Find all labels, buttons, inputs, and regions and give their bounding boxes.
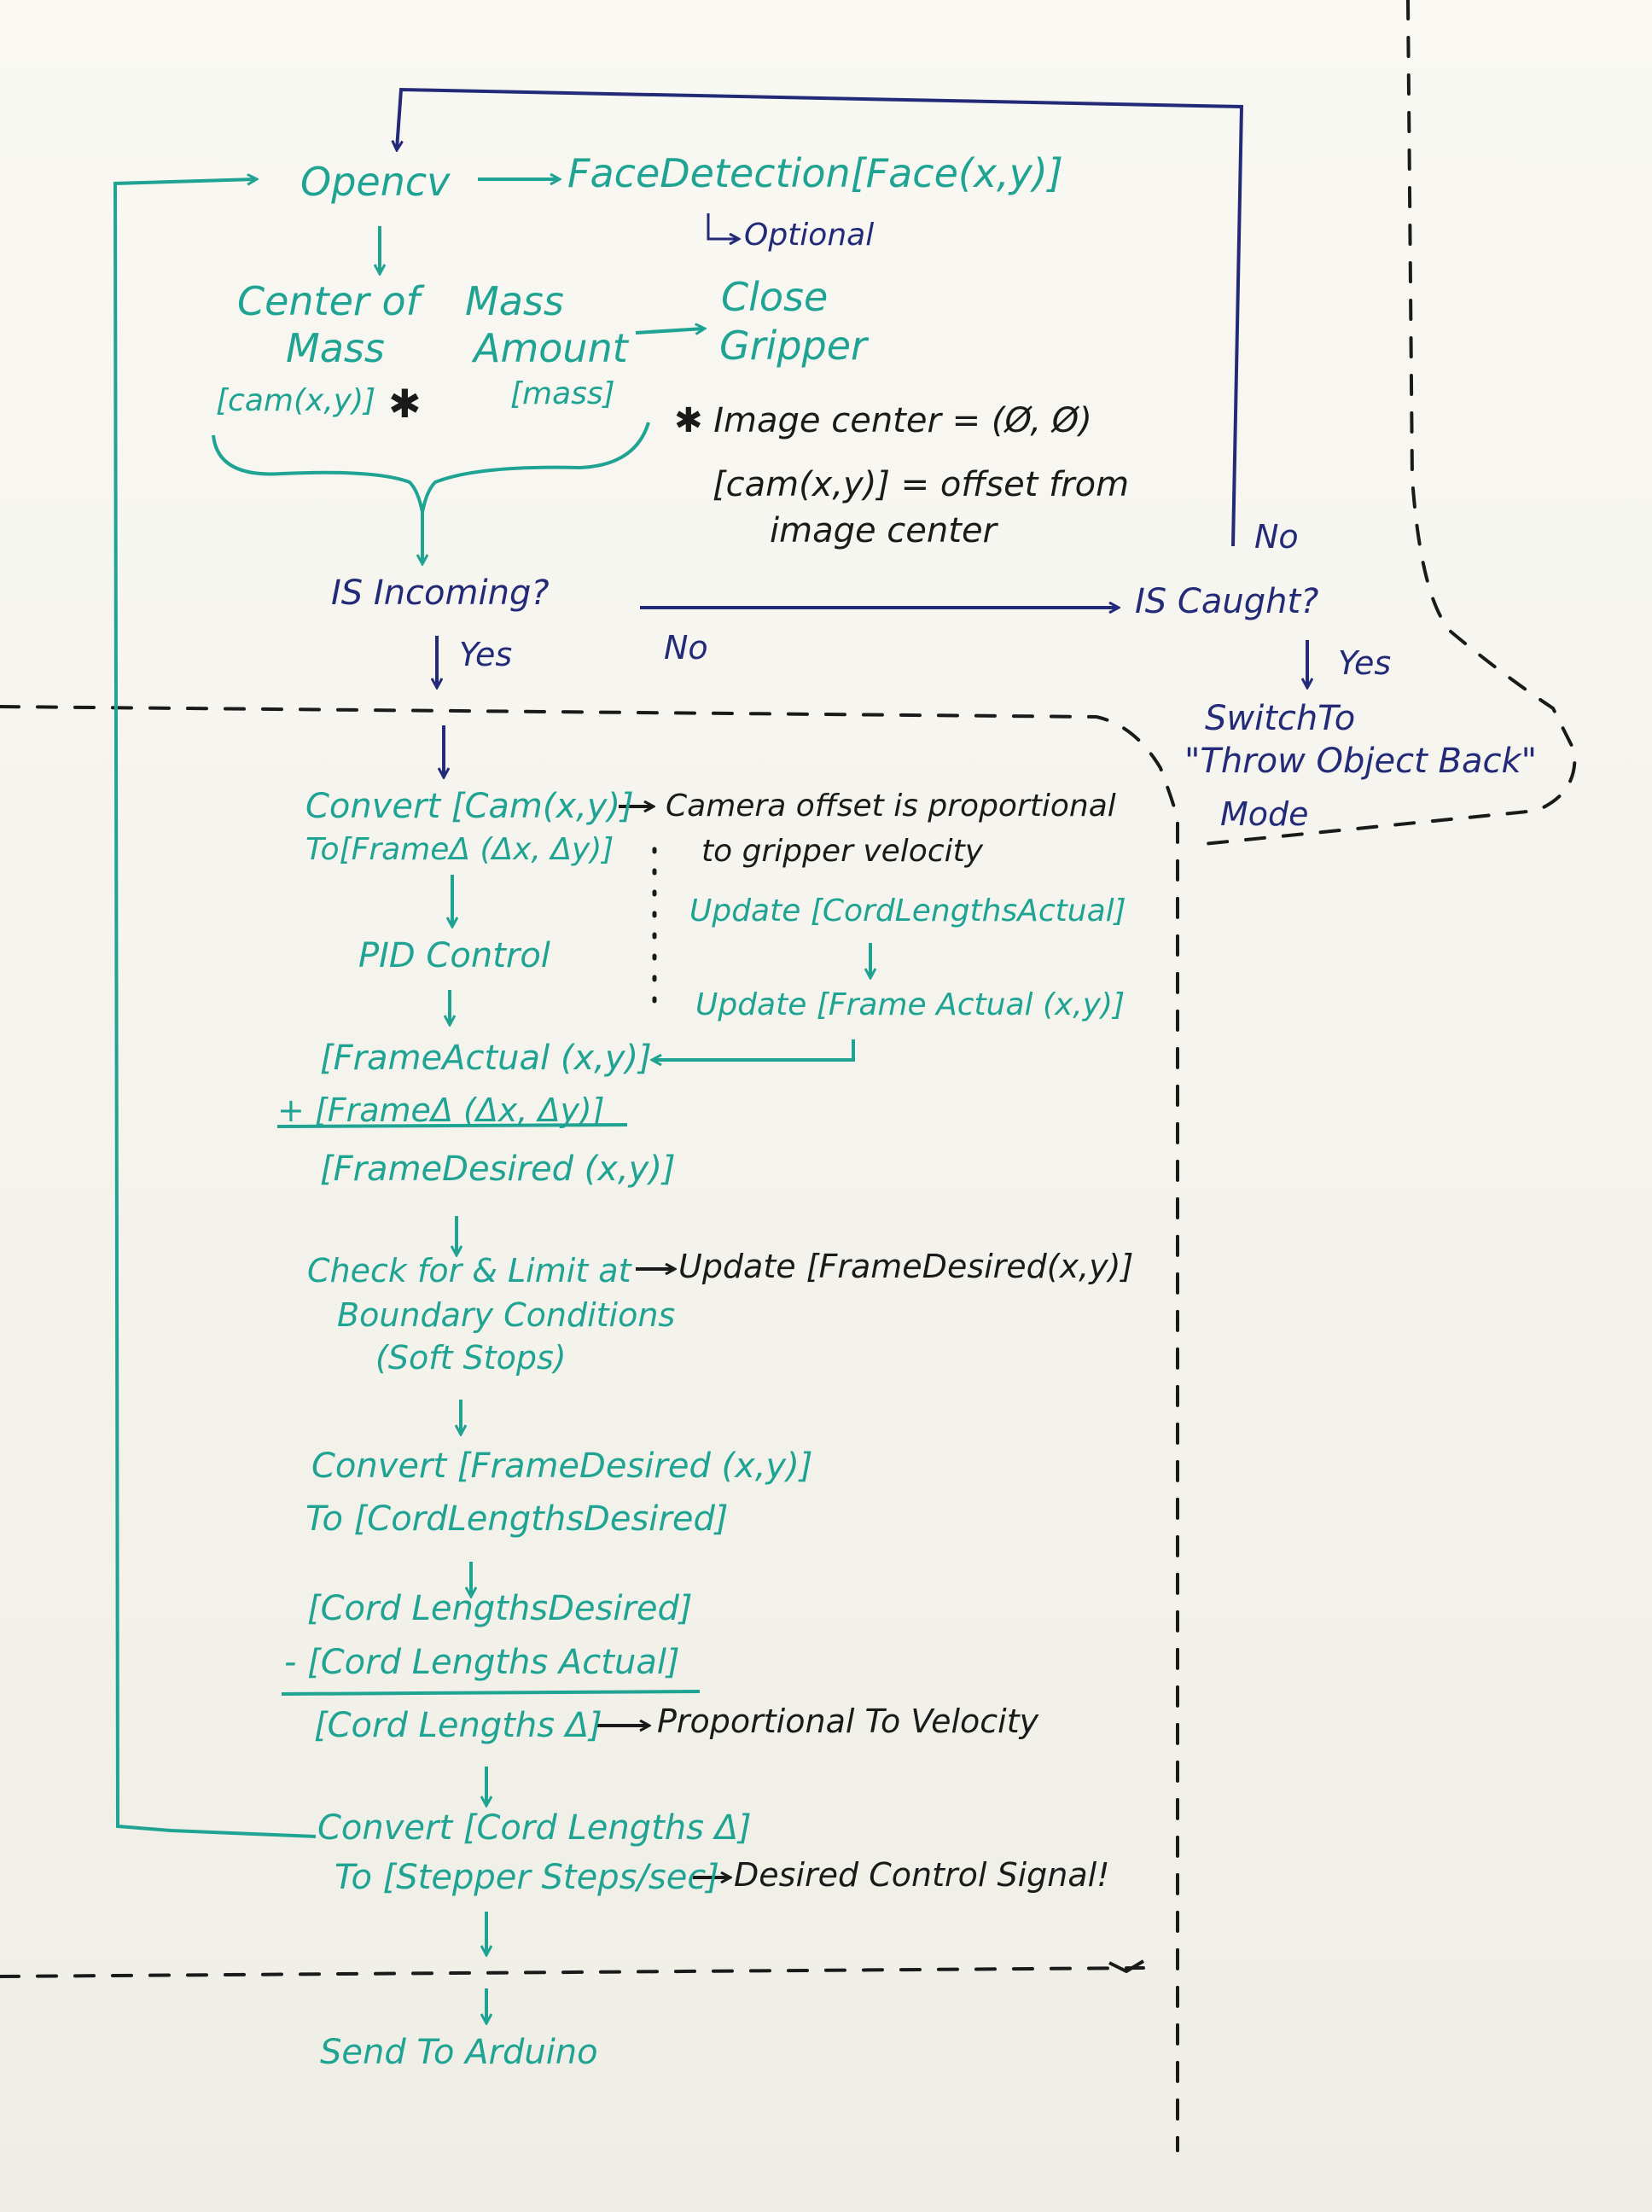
no-label-1: No xyxy=(664,629,708,667)
gripper-label: Gripper xyxy=(719,323,867,369)
cord-delta-label: [Cord Lengths Δ] xyxy=(314,1706,602,1745)
close-label: Close xyxy=(721,274,829,320)
convert-cam-label: Convert [Cam(x,y)] xyxy=(305,787,634,826)
throw-object-back-label: "Throw Object Back" xyxy=(1184,742,1538,781)
yes-label-1: Yes xyxy=(459,636,513,673)
camera-offset-note-1: Camera offset is proportional xyxy=(666,789,1116,824)
boundary-conditions-label: Boundary Conditions xyxy=(337,1296,676,1334)
to-frame-delta-label: To[FrameΔ (Δx, Δy)] xyxy=(305,832,614,867)
update-frame-desired-label: Update [FrameDesired(x,y)] xyxy=(678,1248,1134,1285)
mass-label: Mass xyxy=(286,325,385,371)
face-detection-label: FaceDetection[Face(x,y)] xyxy=(567,150,1063,196)
mass-amount-label-1: Mass xyxy=(465,278,564,324)
convert-frame-desired-label: Convert [FrameDesired (x,y)] xyxy=(311,1447,813,1486)
mass-bracket-label: [mass] xyxy=(510,376,615,411)
asterisk-icon: ✱ xyxy=(388,381,422,427)
cam-offset-note-2: image center xyxy=(770,511,997,550)
check-for-label: Check for & Limit at xyxy=(307,1252,631,1289)
update-cord-actual-label: Update [CordLengthsActual] xyxy=(689,894,1126,928)
camera-offset-note-2: to gripper velocity xyxy=(701,834,984,869)
is-caught-label: IS Caught? xyxy=(1135,582,1319,621)
mass-amount-label-2: Amount xyxy=(474,325,628,371)
desired-control-signal-label: Desired Control Signal! xyxy=(734,1856,1110,1894)
frame-desired-label: [FrameDesired (x,y)] xyxy=(320,1150,676,1189)
mode-label: Mode xyxy=(1220,795,1309,833)
cam-xy-label: [cam(x,y)] xyxy=(216,383,376,418)
plus-frame-delta-label: + [FrameΔ (Δx, Δy)] xyxy=(277,1091,605,1129)
cam-offset-note-1: [cam(x,y)] = offset from xyxy=(713,465,1130,504)
opencv-label: Opencv xyxy=(300,159,451,205)
is-incoming-label: IS Incoming? xyxy=(331,573,550,613)
switch-to-label: SwitchTo xyxy=(1205,699,1356,738)
soft-stops-label: (Soft Stops) xyxy=(375,1339,567,1377)
convert-cord-delta-label: Convert [Cord Lengths Δ] xyxy=(317,1808,752,1848)
minus-cord-actual-label: - [Cord Lengths Actual] xyxy=(284,1643,680,1682)
cord-desired-label: [Cord LengthsDesired] xyxy=(307,1589,693,1628)
update-frame-actual-label: Update [Frame Actual (x,y)] xyxy=(695,987,1126,1022)
proportional-velocity-label: Proportional To Velocity xyxy=(657,1703,1039,1740)
pid-control-label: PID Control xyxy=(358,936,550,975)
yes-label-2: Yes xyxy=(1338,644,1392,682)
to-cord-desired-label: To [CordLengthsDesired] xyxy=(305,1499,729,1539)
center-of-label: Center of xyxy=(237,278,420,324)
no-label-2: No xyxy=(1254,518,1299,556)
image-center-note: ✱ Image center = (Ø, Ø) xyxy=(674,401,1092,440)
to-stepper-label: To [Stepper Steps/sec] xyxy=(334,1858,719,1897)
send-to-arduino-label: Send To Arduino xyxy=(320,2033,598,2072)
optional-label: Optional xyxy=(744,218,875,253)
frame-actual-label: [FrameActual (x,y)] xyxy=(320,1039,652,1078)
